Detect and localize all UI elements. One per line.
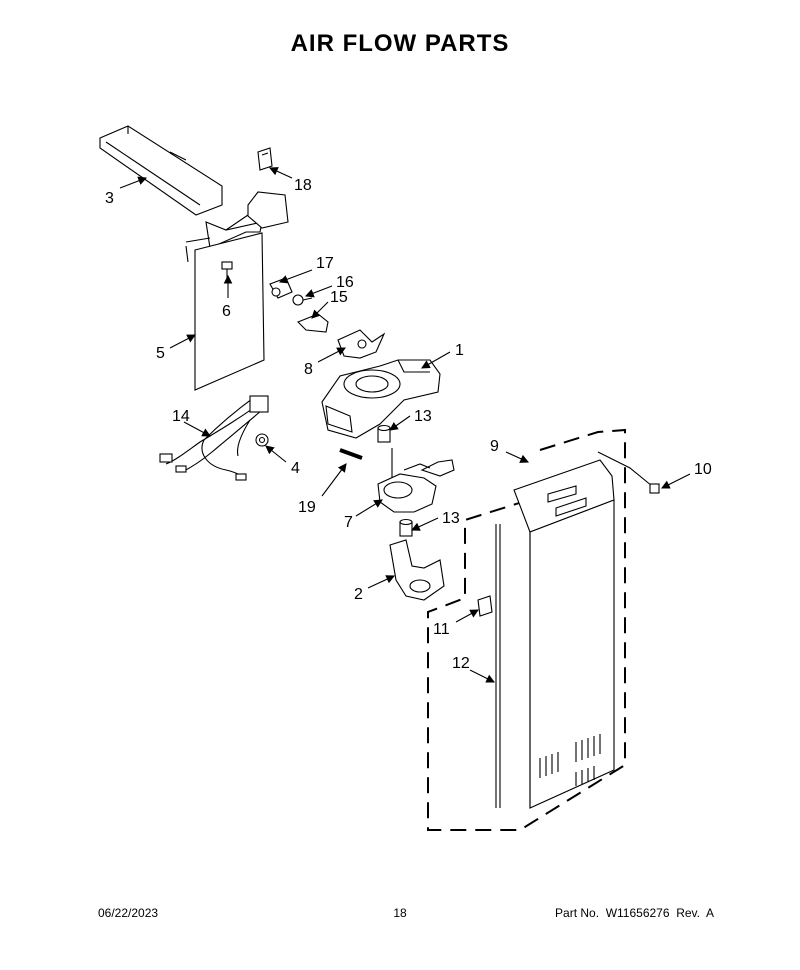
part-11-clip — [477, 595, 493, 617]
callout-labels: 3 18 6 5 17 16 15 8 1 13 14 4 19 7 13 2 … — [105, 177, 712, 672]
part-2-motor-bracket — [389, 539, 445, 601]
part-8-fan-blade — [337, 329, 386, 359]
exploded-parts-diagram: 3 18 6 5 17 16 15 8 1 13 14 4 19 7 13 2 … — [99, 125, 712, 831]
callout-5: 5 — [156, 345, 165, 362]
page-title: AIR FLOW PARTS — [290, 30, 510, 57]
part-13-lower-bushing — [399, 518, 413, 537]
part-16-grommet — [292, 294, 313, 306]
footer-page-number: 18 — [393, 906, 407, 920]
callout-8: 8 — [304, 361, 313, 378]
footer-date: 06/22/2023 — [98, 906, 159, 920]
callout-15: 15 — [330, 289, 348, 306]
callout-11: 11 — [433, 621, 450, 638]
part-5-panel — [185, 232, 265, 391]
callout-12: 12 — [452, 655, 470, 672]
part-18-clip — [257, 147, 273, 171]
vent-slots — [539, 734, 601, 786]
callout-1: 1 — [455, 342, 464, 359]
footer-part-number: Part No. W11656276 Rev. A — [555, 906, 714, 920]
callout-14: 14 — [172, 408, 190, 425]
callout-7: 7 — [344, 514, 353, 531]
part-1-fan-housing — [321, 359, 441, 439]
part-13-upper-bushing — [377, 424, 391, 443]
callout-2: 2 — [354, 586, 363, 603]
callout-18: 18 — [294, 177, 312, 194]
part-19-foam-strip — [339, 448, 363, 460]
callout-4: 4 — [291, 460, 300, 477]
callout-6: 6 — [222, 303, 231, 320]
callout-3: 3 — [105, 190, 114, 207]
callout-9: 9 — [490, 438, 499, 455]
part-10-thermistor — [597, 451, 660, 494]
callout-13-upper: 13 — [414, 408, 432, 425]
part-14-wire-harness — [159, 395, 269, 481]
callout-19: 19 — [298, 499, 316, 516]
part-12-foam-seal — [495, 524, 501, 808]
part-17-clip — [269, 277, 293, 299]
leader-lines — [119, 167, 691, 683]
callout-17: 17 — [316, 255, 334, 272]
part-7-fan-motor — [377, 448, 455, 513]
callout-10: 10 — [694, 461, 712, 478]
part-9-air-tower-assembly — [427, 428, 626, 831]
part-4-grommet — [255, 433, 269, 447]
callout-13-lower: 13 — [442, 510, 460, 527]
callout-16: 16 — [336, 274, 354, 291]
part-3-duct-cover — [99, 125, 289, 249]
